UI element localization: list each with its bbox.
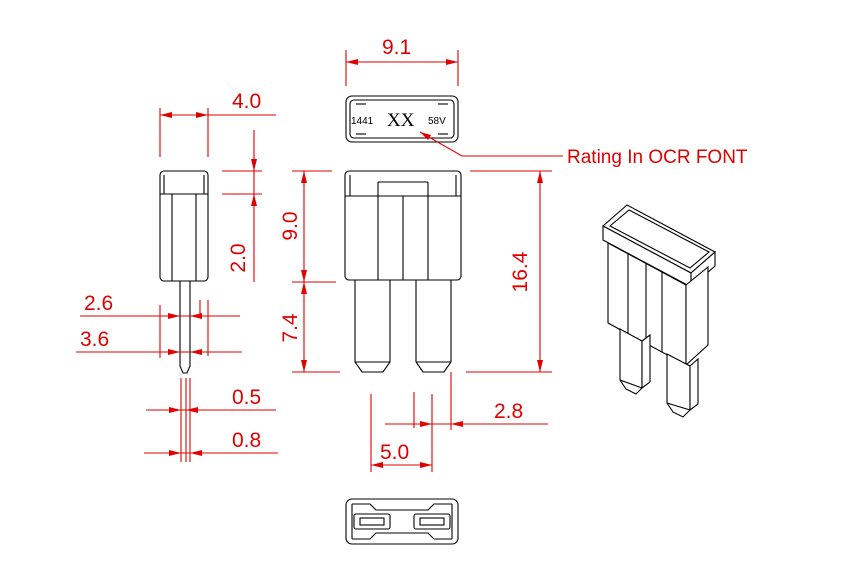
top-view: 1441 XX 58V <box>345 95 459 143</box>
dim-tip: 0.5 0.8 <box>144 378 278 462</box>
dim-blade-05-label: 0.5 <box>232 386 261 409</box>
marking-rating: XX <box>387 110 415 131</box>
dim-top-width: 9.1 <box>345 36 459 86</box>
dim-blades: 2.8 5.0 <box>370 372 548 472</box>
dim-body-and-leg: 9.0 7.4 <box>279 170 340 373</box>
dim-total-height-label: 16.4 <box>509 251 532 292</box>
dim-blade-thickness: 2.6 3.6 <box>76 292 242 358</box>
dim-blade-width-label: 2.8 <box>494 400 523 423</box>
dim-body-height-label: 9.0 <box>279 211 302 240</box>
dim-leg-height-label: 7.4 <box>279 313 302 343</box>
isometric-view <box>602 204 716 418</box>
dim-cap-height-label: 2.0 <box>227 243 250 272</box>
dim-blade-26-label: 2.6 <box>84 292 113 315</box>
rating-callout: Rating In OCR FONT <box>419 131 748 168</box>
bottom-view <box>345 498 459 545</box>
front-view <box>344 170 462 373</box>
marking-code: 1441 <box>351 116 374 127</box>
dim-total-height: 16.4 <box>466 170 552 373</box>
dim-blade-36-label: 3.6 <box>80 328 109 351</box>
dim-blade-spacing-label: 5.0 <box>380 441 409 464</box>
side-view <box>159 170 209 374</box>
dim-blade-08-label: 0.8 <box>232 429 261 452</box>
dim-side-width-label: 4.0 <box>232 90 261 113</box>
dim-top-width-label: 9.1 <box>382 36 411 59</box>
callout-text: Rating In OCR FONT <box>567 147 748 168</box>
dim-side-width: 4.0 <box>159 90 276 157</box>
marking-voltage: 58V <box>428 116 446 127</box>
dim-cap-height: 2.0 <box>222 130 262 282</box>
